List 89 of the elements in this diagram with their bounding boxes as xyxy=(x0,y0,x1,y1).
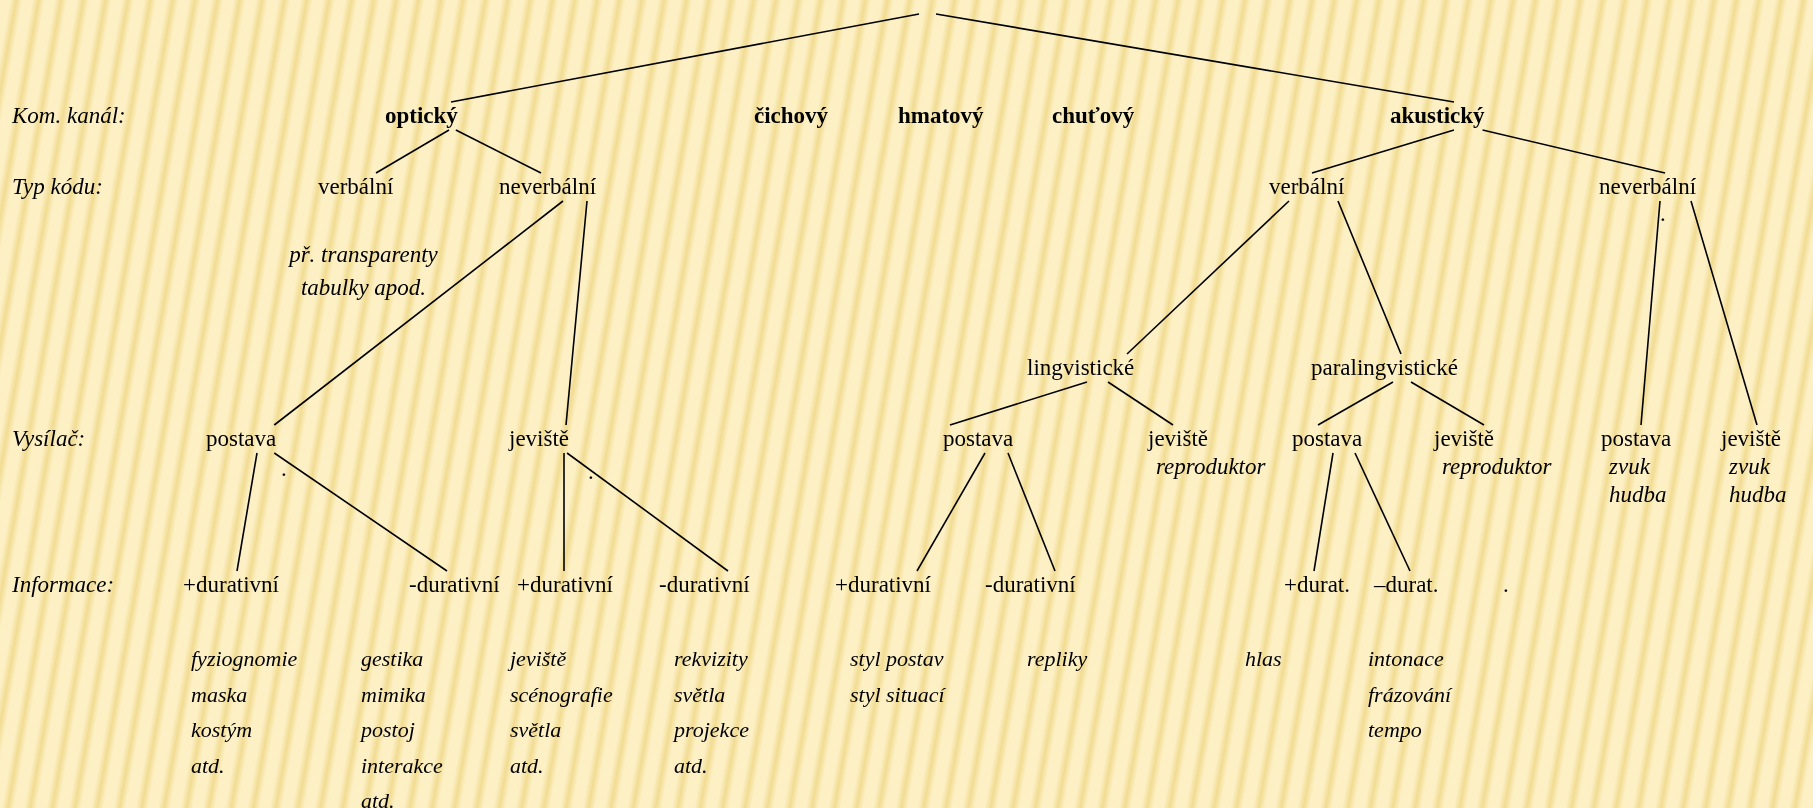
row-label: Kom. kanál: xyxy=(12,102,126,130)
node-label: akustický xyxy=(1390,102,1485,130)
dot-mark: . xyxy=(588,458,594,486)
detail-text: atd. xyxy=(191,751,226,780)
detail-text: tempo xyxy=(1368,716,1423,744)
node-label: jeviště xyxy=(509,425,570,453)
row-label: Informace: xyxy=(12,571,115,599)
connector-line xyxy=(935,13,1455,103)
node-label: neverbální xyxy=(499,173,597,201)
connector-line xyxy=(273,452,448,572)
detail-text: maska xyxy=(191,680,249,709)
node-label: +durativní xyxy=(183,571,279,599)
dot-mark: . xyxy=(1503,571,1509,599)
note-text: př. transparenty tabulky apod. xyxy=(287,241,439,302)
detail-text: styl postav xyxy=(850,645,945,673)
node-label: čichový xyxy=(754,102,829,130)
connector-line xyxy=(1126,200,1290,355)
detail-text: světla xyxy=(510,716,563,744)
detail-text: postoj xyxy=(361,716,416,744)
node-label: lingvistické xyxy=(1027,354,1135,382)
detail-text: hlas xyxy=(1245,645,1282,673)
node-label: postava xyxy=(943,425,1014,453)
detail-text: styl situací xyxy=(850,680,945,709)
detail-text: scénografie xyxy=(510,680,613,709)
node-detail: zvuk xyxy=(1608,453,1651,481)
node-label: +durat. xyxy=(1284,571,1350,599)
node-label: verbální xyxy=(318,173,394,201)
node-label: jeviště xyxy=(1721,425,1783,453)
node-label: -durativní xyxy=(985,571,1076,599)
node-label: -durativní xyxy=(409,571,500,599)
connector-line xyxy=(1007,452,1056,572)
connector-line xyxy=(1640,200,1661,426)
detail-text: atd. xyxy=(361,787,396,808)
node-label: postava xyxy=(1601,425,1672,453)
row-label: Vysílač: xyxy=(12,425,86,453)
connector-line xyxy=(1313,452,1334,572)
node-detail: hudba xyxy=(1608,481,1668,509)
node-label: jeviště xyxy=(1434,425,1496,453)
node-label: verbální xyxy=(1269,173,1345,201)
detail-text: gestika xyxy=(361,645,425,673)
connector-line xyxy=(566,452,729,572)
node-label: paralingvistické xyxy=(1311,354,1458,382)
connector-line xyxy=(1354,452,1411,572)
detail-text: frázování xyxy=(1368,680,1452,709)
dot-mark: . xyxy=(281,455,287,483)
connector-line xyxy=(1690,200,1758,426)
connector-line xyxy=(450,13,920,103)
node-detail: zvuk xyxy=(1728,453,1771,481)
detail-text: kostým xyxy=(191,716,254,744)
node-label: postava xyxy=(206,425,277,453)
detail-text: mimika xyxy=(361,680,427,709)
detail-text: fyziognomie xyxy=(191,645,298,673)
connector-line xyxy=(236,452,258,572)
detail-text: projekce xyxy=(674,716,749,744)
detail-text: rekvizity xyxy=(674,645,749,673)
connector-line xyxy=(565,200,588,426)
connector-line xyxy=(916,452,986,572)
detail-text: interakce xyxy=(361,751,443,780)
connector-line xyxy=(1337,200,1402,355)
node-label: chuťový xyxy=(1052,102,1135,130)
connector-line xyxy=(455,129,542,174)
node-detail: reproduktor xyxy=(1155,453,1266,481)
row-label: Typ kódu: xyxy=(12,173,103,201)
detail-text: atd. xyxy=(510,751,545,780)
connector-line xyxy=(273,200,564,426)
dot-mark: . xyxy=(1660,200,1666,228)
node-label: neverbální xyxy=(1599,173,1697,201)
node-label: optický xyxy=(385,102,458,130)
connector-line xyxy=(1481,129,1666,174)
node-label: jeviště xyxy=(1148,425,1210,453)
node-label: postava xyxy=(1292,425,1363,453)
node-label: -durativní xyxy=(659,571,750,599)
detail-text: repliky xyxy=(1027,645,1088,673)
node-label: +durativní xyxy=(835,571,931,599)
connector-line xyxy=(949,381,1088,426)
connector-line xyxy=(1317,381,1394,426)
connector-line xyxy=(563,452,565,572)
node-detail: hudba xyxy=(1728,481,1787,509)
node-label: +durativní xyxy=(517,571,613,599)
node-label: –durat. xyxy=(1374,571,1439,599)
node-label: hmatový xyxy=(898,102,984,130)
connector-line xyxy=(375,129,450,174)
detail-text: intonace xyxy=(1368,645,1445,673)
connector-line xyxy=(1410,381,1485,426)
connector-line xyxy=(1311,129,1455,174)
node-detail: reproduktor xyxy=(1441,453,1552,481)
connector-line xyxy=(1107,381,1174,426)
detail-text: světla xyxy=(674,680,727,709)
detail-text: atd. xyxy=(674,751,709,780)
